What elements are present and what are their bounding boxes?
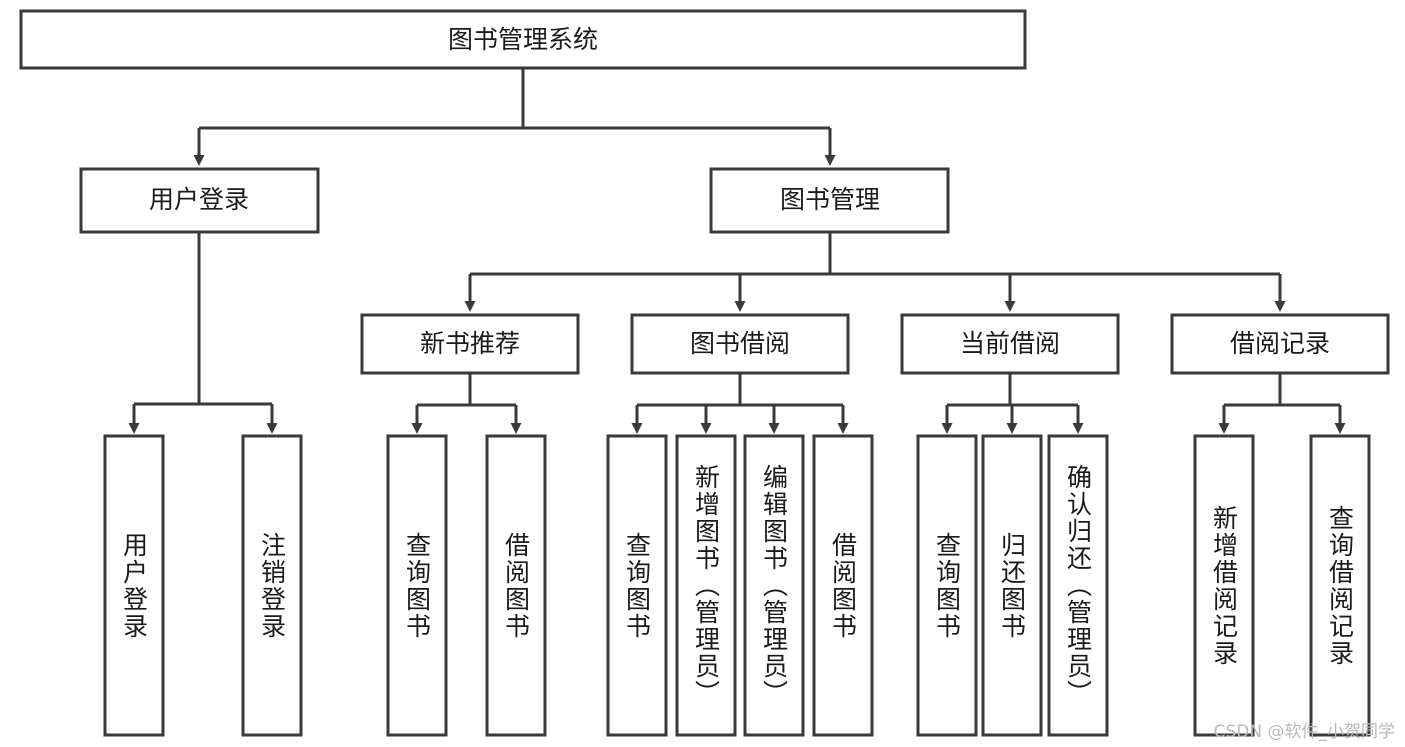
- node-leaf-add-borrow-record[interactable]: [1193, 434, 1255, 737]
- connector-bookmanage-to-level3: [464, 232, 1286, 312]
- connector-root-to-level2: [193, 68, 836, 166]
- node-leaf-borrow-book-1[interactable]: [485, 434, 547, 737]
- node-borrow-record-label: 借阅记录: [1230, 329, 1330, 358]
- connector-bookborrow-to-leaves: [631, 373, 849, 434]
- watermark: CSDN @软件_小贺同学: [1213, 722, 1395, 742]
- node-leaf-add-book[interactable]: [675, 434, 737, 737]
- node-borrow-record[interactable]: 借阅记录: [1170, 313, 1390, 375]
- node-new-book-recommend[interactable]: 新书推荐: [360, 313, 580, 375]
- node-leaf-borrow-book-2[interactable]: [812, 434, 874, 737]
- node-leaf-query-book-1[interactable]: [386, 434, 448, 737]
- node-new-book-recommend-label: 新书推荐: [420, 329, 520, 358]
- node-leaf-confirm-return[interactable]: [1047, 434, 1109, 737]
- node-leaf-return-book[interactable]: [981, 434, 1043, 737]
- node-leaf-edit-book[interactable]: [743, 434, 805, 737]
- connector-borrowrecord-to-leaves: [1218, 373, 1346, 434]
- node-leaf-query-book-2[interactable]: [606, 434, 668, 737]
- node-book-manage-label: 图书管理: [780, 185, 880, 214]
- node-user-login[interactable]: 用户登录: [79, 167, 320, 234]
- leaf-rects: [103, 434, 1371, 737]
- node-root-label: 图书管理系统: [448, 25, 598, 54]
- node-leaf-user-login[interactable]: [103, 434, 165, 737]
- connector-currentborrow-to-leaves: [941, 373, 1084, 434]
- node-user-login-label: 用户登录: [149, 185, 249, 214]
- node-book-borrow[interactable]: 图书借阅: [630, 313, 850, 375]
- node-current-borrow[interactable]: 当前借阅: [900, 313, 1120, 375]
- node-leaf-query-book-3[interactable]: [916, 434, 978, 737]
- node-current-borrow-label: 当前借阅: [960, 329, 1060, 358]
- node-leaf-user-logout[interactable]: [241, 434, 303, 737]
- node-root[interactable]: 图书管理系统: [19, 9, 1027, 70]
- node-leaf-query-borrow-record[interactable]: [1309, 434, 1371, 737]
- connector-userlogin-to-leaves: [128, 232, 278, 434]
- node-book-borrow-label: 图书借阅: [690, 329, 790, 358]
- node-book-manage[interactable]: 图书管理: [709, 167, 950, 234]
- connector-newbook-to-leaves: [411, 373, 522, 434]
